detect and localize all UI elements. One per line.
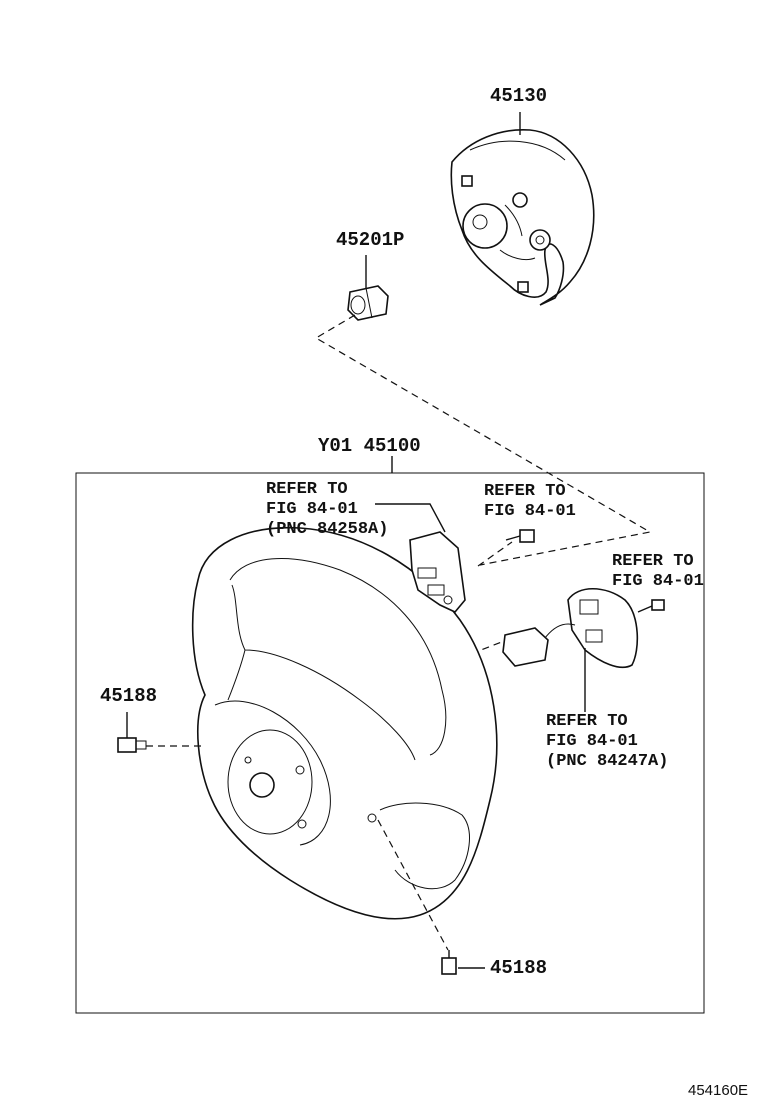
note-ref1-line1: REFER TO	[266, 480, 348, 499]
label-nut: 45201P	[336, 229, 405, 251]
label-horn-pad: 45130	[490, 85, 548, 107]
screw-left-icon	[117, 737, 147, 753]
screw-bottom-icon	[441, 950, 457, 975]
note-ref1-line3: (PNC 84258A)	[266, 520, 389, 539]
note-ref2: REFER TO FIG 84-01	[484, 482, 576, 522]
note-ref3-line2: FIG 84-01	[612, 572, 704, 591]
dashed-assembly-line	[314, 314, 652, 566]
switch-left-icon	[409, 531, 466, 613]
note-ref4: REFER TO FIG 84-01 (PNC 84247A)	[546, 712, 668, 772]
switch-right-icon	[502, 588, 639, 669]
dashed-line-bottom	[377, 819, 449, 951]
note-ref3-line1: REFER TO	[612, 552, 694, 571]
screw-center-icon	[505, 529, 535, 543]
note-ref4-line1: REFER TO	[546, 712, 628, 731]
screw-right-icon	[637, 599, 665, 613]
steering-wheel-icon	[191, 526, 498, 920]
dashed-line-screw	[477, 541, 513, 567]
note-ref1: REFER TO FIG 84-01 (PNC 84258A)	[266, 480, 388, 540]
figure-code: 454160E	[688, 1082, 749, 1099]
ref1-leader	[375, 503, 446, 533]
assembly-frame	[75, 472, 705, 1014]
label-screw-bottom: 45188	[490, 957, 548, 979]
nut-icon	[347, 285, 389, 321]
horn-pad-icon	[450, 129, 595, 306]
note-ref1-line2: FIG 84-01	[266, 500, 358, 519]
note-ref2-line2: FIG 84-01	[484, 502, 576, 521]
note-ref4-line2: FIG 84-01	[546, 732, 638, 751]
note-ref2-line1: REFER TO	[484, 482, 566, 501]
label-wheel-assy: Y01 45100	[318, 435, 421, 457]
label-screw-left: 45188	[100, 685, 158, 707]
note-ref3: REFER TO FIG 84-01	[612, 552, 704, 592]
note-ref4-line3: (PNC 84247A)	[546, 752, 669, 771]
